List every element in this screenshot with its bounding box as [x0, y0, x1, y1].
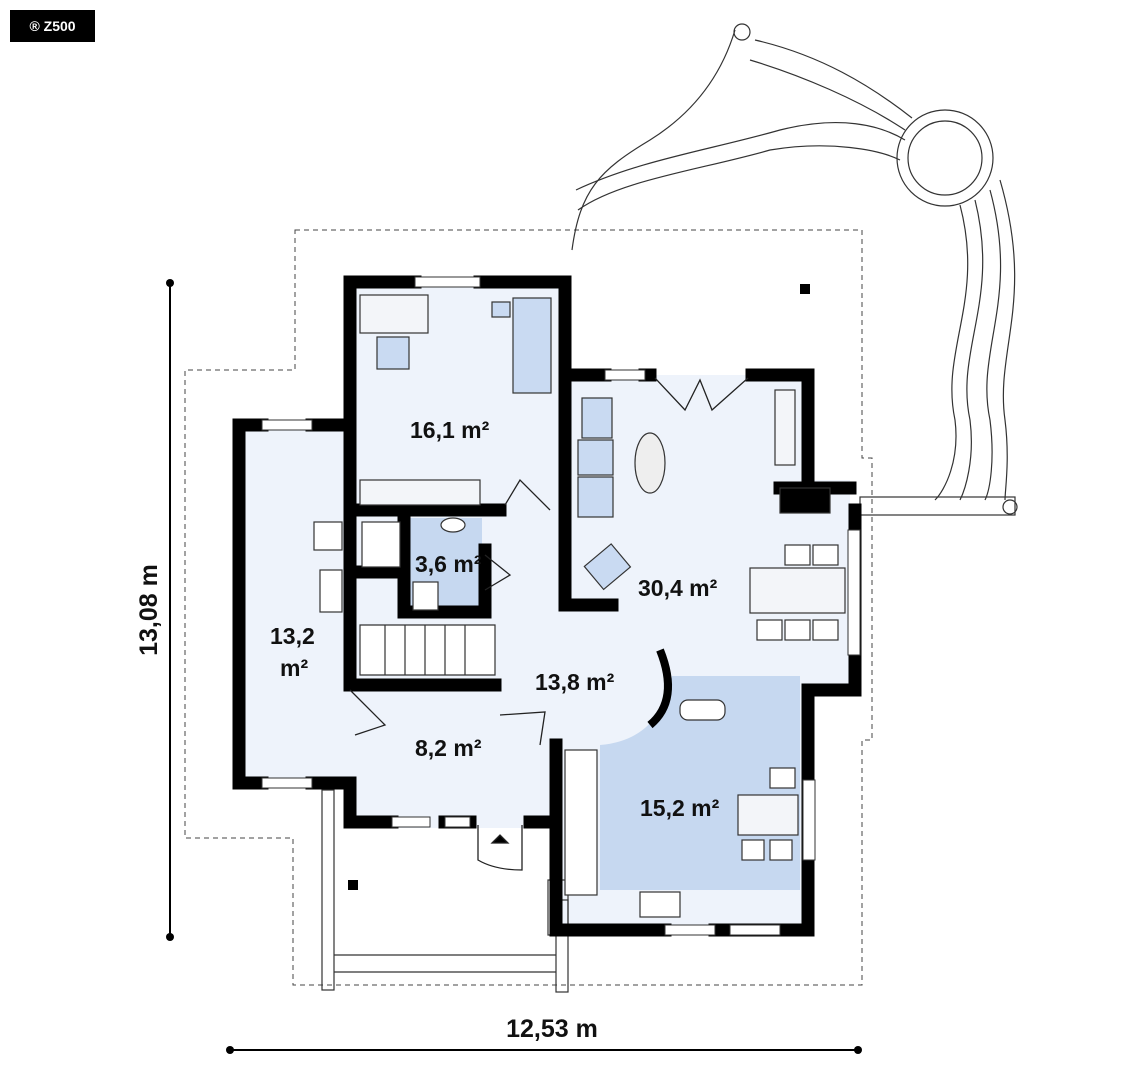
curved-wall [647, 648, 672, 729]
windows [261, 276, 861, 936]
dimension-width: 12,53 m [226, 1015, 862, 1054]
column-marker [348, 880, 358, 890]
roof-outline [184, 229, 873, 986]
room-label-kitchen: 15,2 m² [640, 795, 720, 821]
height-label: 13,08 m [135, 564, 163, 656]
furniture [313, 294, 846, 918]
room-label-bedroom: 16,1 m² [410, 417, 490, 443]
width-label: 12,53 m [506, 1015, 598, 1043]
garden-path [571, 23, 1018, 516]
room-label-living: 30,4 m² [638, 575, 718, 601]
room-label-bathroom: 3,6 m² [415, 551, 482, 577]
doors [349, 377, 749, 871]
dimension-height: 13,08 m [135, 279, 174, 941]
column-marker [800, 284, 810, 294]
brand-logo: ® Z500 [10, 10, 95, 42]
room-label-entrance: 8,2 m² [415, 735, 482, 761]
floor-areas [245, 285, 850, 930]
room-label-hall: 13,8 m² [535, 669, 615, 695]
